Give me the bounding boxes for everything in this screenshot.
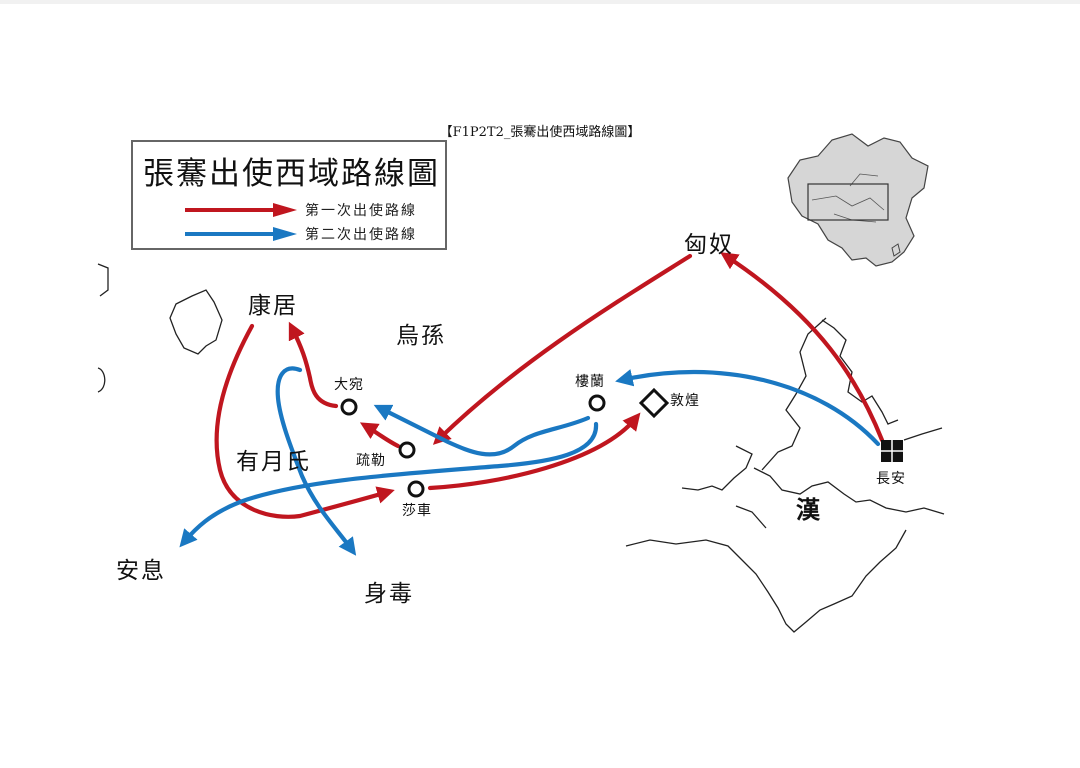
top-strip — [0, 0, 1080, 4]
dunhuang-marker — [638, 387, 670, 419]
label-kangju: 康居 — [248, 293, 298, 319]
label-dunhuang: 敦煌 — [670, 393, 700, 409]
label-yueshi: 有月氏 — [236, 449, 311, 475]
route-red-shache-dunhuang — [427, 412, 641, 491]
china-outline — [787, 133, 929, 267]
label-han: 漢 — [796, 495, 822, 524]
legend-red-arrow-icon — [185, 203, 297, 217]
second-mission-route — [179, 366, 881, 556]
changan-marker — [881, 440, 903, 462]
legend-label-first: 第一次出使路線 — [305, 203, 417, 219]
route-blue-anxi — [179, 421, 599, 548]
dawan-marker — [340, 398, 358, 416]
terrain-lines — [97, 263, 945, 633]
china-inset-map — [787, 133, 929, 267]
inset-frame — [807, 183, 889, 221]
legend-label-second: 第二次出使路線 — [305, 227, 417, 243]
loulan-marker — [588, 394, 606, 412]
label-shule: 疏勒 — [356, 453, 386, 469]
label-loulan: 樓蘭 — [575, 374, 605, 390]
route-red-shule-dawan — [359, 422, 401, 449]
legend-box: 張騫出使西域路線圖 第一次出使路線 第二次出使路線 — [131, 140, 447, 250]
legend-item-first: 第一次出使路線 — [183, 200, 443, 220]
label-anxi: 安息 — [116, 558, 166, 584]
route-blue-changan-loulan — [615, 369, 881, 447]
route-blue-shendu — [275, 366, 357, 556]
legend-blue-arrow-icon — [185, 227, 297, 241]
legend-item-second: 第二次出使路線 — [183, 224, 443, 244]
city-markers — [340, 387, 903, 498]
label-shache: 莎車 — [402, 503, 432, 519]
label-changan: 長安 — [876, 471, 906, 487]
label-dawan: 大宛 — [334, 377, 364, 393]
figure-caption: 【F1P2T2_張騫出使西域路線圖】 — [439, 125, 641, 140]
label-shendu: 身毒 — [364, 581, 414, 607]
route-blue-loulan-dawan — [373, 404, 591, 457]
shache-marker — [407, 480, 425, 498]
route-red-changan-xiongnu — [720, 252, 885, 443]
label-xiongnu: 匈奴 — [684, 232, 734, 258]
shule-marker — [398, 441, 416, 459]
inset-island — [891, 243, 901, 257]
legend-title: 張騫出使西域路線圖 — [143, 156, 440, 192]
label-wusun: 烏孫 — [396, 323, 446, 349]
route-red-xiongnu-shule — [432, 253, 693, 445]
route-red-dawan-kangju — [288, 321, 339, 409]
